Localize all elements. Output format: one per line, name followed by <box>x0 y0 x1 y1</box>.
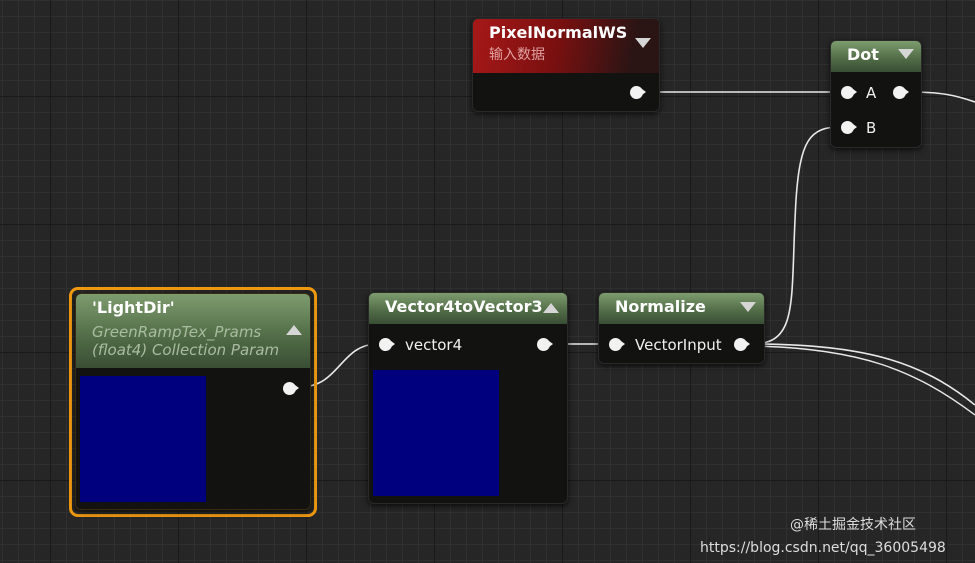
output-pin[interactable] <box>630 86 646 99</box>
node-light-dir[interactable]: 'LightDir' GreenRampTex_Prams (float4) C… <box>75 293 311 510</box>
node-title: Normalize <box>615 297 706 316</box>
input-pin-vector4[interactable] <box>379 338 395 351</box>
output-pin[interactable] <box>893 86 909 99</box>
node-header: 'LightDir' GreenRampTex_Prams (float4) C… <box>76 294 310 368</box>
node-header: Vector4toVector3 <box>369 293 567 324</box>
collapse-arrow-icon[interactable] <box>286 325 302 335</box>
collapse-arrow-icon[interactable] <box>740 302 756 312</box>
wire-lightdir-to-vec4 <box>299 343 379 388</box>
node-normalize[interactable]: Normalize VectorInput <box>598 292 765 364</box>
watermark-url: https://blog.csdn.net/qq_36005498 <box>700 540 946 556</box>
node-header: Dot <box>831 41 921 72</box>
watermark: @稀土掘金技术社区 <box>790 517 916 533</box>
pin-label-a: A <box>866 84 877 102</box>
input-pin-a[interactable] <box>841 86 857 99</box>
node-dot[interactable]: Dot A B <box>830 40 922 148</box>
output-pin[interactable] <box>537 338 553 351</box>
node-title: 'LightDir' <box>92 298 175 317</box>
node-subtitle: 输入数据 <box>489 47 545 63</box>
preview-swatch <box>80 376 206 502</box>
node-subtitle: GreenRampTex_Prams <box>92 323 262 341</box>
node-title: Dot <box>847 45 879 64</box>
preview-swatch <box>373 370 499 496</box>
node-title: PixelNormalWS <box>489 23 628 42</box>
collapse-arrow-icon[interactable] <box>635 38 651 48</box>
node-header: PixelNormalWS 输入数据 <box>473 19 659 73</box>
pin-label-b: B <box>866 119 877 137</box>
node-header: Normalize <box>599 293 764 324</box>
wire-normalize-to-dot-b <box>751 126 841 345</box>
pin-label: VectorInput <box>635 336 722 354</box>
collapse-arrow-icon[interactable] <box>543 303 559 313</box>
output-pin[interactable] <box>283 382 299 395</box>
wire-normalize-out-2 <box>751 345 975 416</box>
node-vector4-to-vector3[interactable]: Vector4toVector3 vector4 <box>368 292 568 504</box>
input-pin-vectorinput[interactable] <box>609 338 625 351</box>
node-title: Vector4toVector3 <box>385 297 543 316</box>
node-pixel-normal-ws[interactable]: PixelNormalWS 输入数据 <box>472 18 660 112</box>
output-pin[interactable] <box>734 338 750 351</box>
wire-normalize-out-1 <box>751 343 975 406</box>
node-subtitle-type: (float4) Collection Param <box>92 341 280 359</box>
pin-label: vector4 <box>405 336 463 354</box>
collapse-arrow-icon[interactable] <box>898 49 914 59</box>
selection-outline <box>69 287 317 517</box>
input-pin-b[interactable] <box>841 121 857 134</box>
